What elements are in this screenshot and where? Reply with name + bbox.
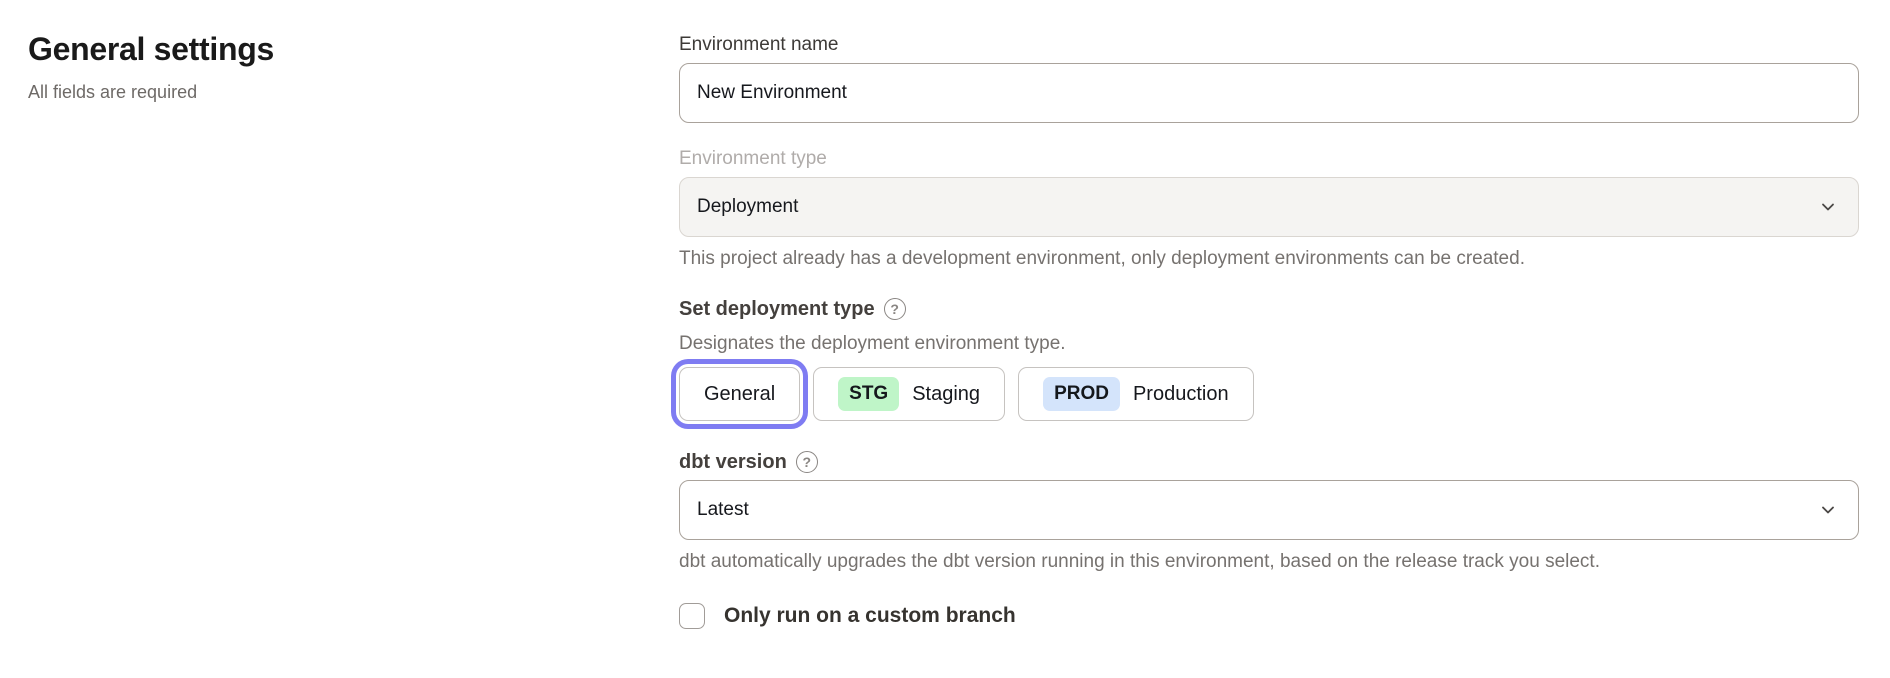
- dbt-version-select[interactable]: Latest: [679, 480, 1859, 540]
- environment-name-label: Environment name: [679, 34, 839, 55]
- dbt-version-value: Latest: [697, 499, 749, 520]
- settings-header: General settings All fields are required: [28, 30, 588, 104]
- dbt-version-text: dbt version: [679, 451, 787, 473]
- general-settings-form: Environment name Environment type Deploy…: [679, 0, 1859, 629]
- environment-type-value: Deployment: [697, 196, 799, 217]
- option-general-label: General: [704, 382, 776, 405]
- deployment-type-option-general[interactable]: General: [679, 367, 801, 421]
- page-title: General settings: [28, 31, 274, 67]
- dbt-version-helper: dbt automatically upgrades the dbt versi…: [679, 551, 1600, 572]
- help-icon[interactable]: ?: [883, 298, 906, 320]
- environment-name-input[interactable]: [679, 63, 1859, 123]
- chevron-down-icon: [1818, 500, 1838, 520]
- set-deployment-type-text: Set deployment type: [679, 298, 875, 320]
- custom-branch-row[interactable]: Only run on a custom branch: [679, 602, 1859, 629]
- chevron-down-icon: [1818, 197, 1838, 217]
- deployment-type-options: General STG Staging PROD Production: [679, 367, 1859, 421]
- custom-branch-label[interactable]: Only run on a custom branch: [724, 604, 1016, 627]
- custom-branch-checkbox[interactable]: [679, 602, 705, 629]
- option-staging-label: Staging: [912, 382, 981, 405]
- environment-type-label: Environment type: [679, 148, 827, 169]
- environment-type-helper: This project already has a development e…: [679, 248, 1525, 269]
- production-badge: PROD: [1043, 377, 1120, 411]
- deployment-type-option-staging[interactable]: STG Staging: [813, 367, 1006, 421]
- staging-badge: STG: [838, 377, 900, 411]
- page-subtitle: All fields are required: [28, 82, 198, 102]
- deployment-type-option-production[interactable]: PROD Production: [1018, 367, 1254, 421]
- help-icon[interactable]: ?: [795, 451, 818, 473]
- option-production-label: Production: [1132, 382, 1229, 405]
- set-deployment-type-label: Set deployment type ?: [679, 297, 1859, 321]
- environment-type-select: Deployment: [679, 177, 1859, 237]
- dbt-version-label: dbt version ?: [679, 450, 1859, 474]
- deployment-type-description: Designates the deployment environment ty…: [679, 333, 1066, 354]
